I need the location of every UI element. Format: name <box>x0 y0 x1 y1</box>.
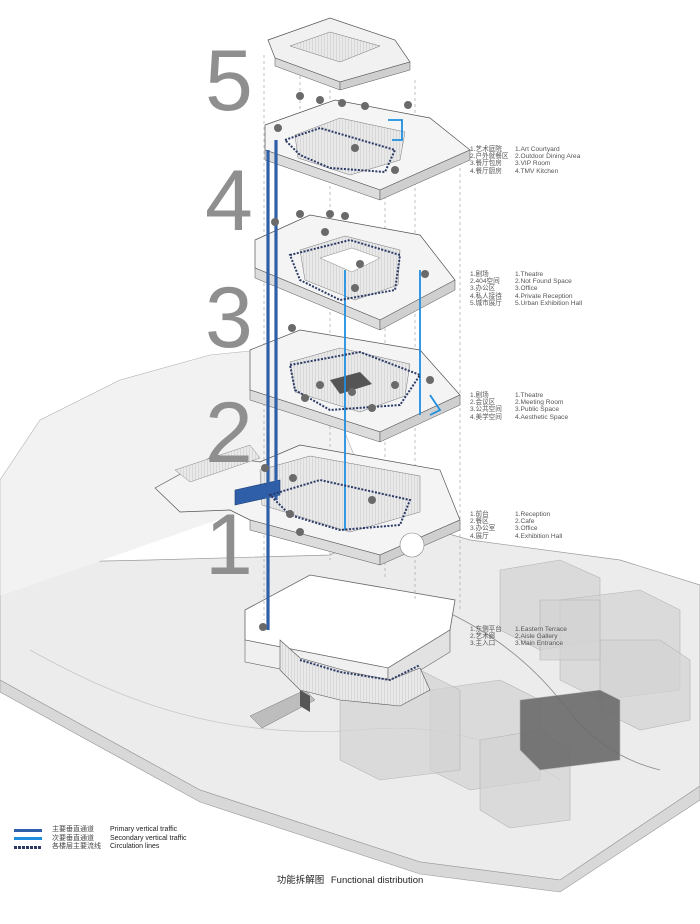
legend-item: 2.Not Found Space <box>515 278 572 286</box>
legend-item: 1.Theatre <box>515 392 544 399</box>
primary-swatch <box>14 828 42 832</box>
caption-zh: 功能拆解图 <box>276 875 325 886</box>
legend-item: 1.剧场 <box>470 271 489 278</box>
primary-vertical-traffic <box>266 140 278 630</box>
floor-4-plate <box>264 99 471 201</box>
legend-item: 4.美学空间 <box>470 413 502 421</box>
legend-item: 3.主入口 <box>470 640 496 648</box>
secondary-swatch <box>14 837 42 841</box>
traffic-legend: 主要垂直通道 Primary vertical traffic 次要垂直通道 S… <box>14 826 187 852</box>
floor-2-legend: 1.剧场 2.会议区 3.公共空间 4.美学空间 1.Theatre 2.Mee… <box>470 392 600 424</box>
legend-item: 4.Exhibition Hall <box>515 532 563 540</box>
legend-item: 2.餐区 <box>470 518 489 526</box>
legend-item: 2.Outdoor Dining Area <box>515 153 581 161</box>
legend-item: 4.私人接待 <box>470 292 502 300</box>
legend-item: 1.剧场 <box>470 392 489 399</box>
legend-item: 3.VIP Room <box>515 160 551 168</box>
figure-caption: 功能拆解图 Functional distribution <box>0 872 700 886</box>
legend-item: 3.办公室 <box>470 525 496 533</box>
floor-number-3: 3 <box>205 270 253 366</box>
traffic-legend-zh: 主要垂直通道 <box>52 826 94 833</box>
circulation-swatch <box>14 845 42 849</box>
floor-number-2: 2 <box>205 385 253 481</box>
room-markers <box>259 92 434 631</box>
legend-item: 4.Private Reception <box>515 292 573 300</box>
floor-number-1: 1 <box>205 497 253 593</box>
ground-level-building <box>244 574 456 712</box>
legend-item: 3.Public Space <box>515 406 559 414</box>
traffic-legend-zh: 各楼层主要流线 <box>52 843 101 850</box>
legend-item: 2.Cafe <box>515 518 535 526</box>
legend-item: 3.Main Entrance <box>515 640 564 648</box>
traffic-legend-primary: 主要垂直通道 Primary vertical traffic <box>14 826 187 835</box>
legend-item: 1.Eastern Terrace <box>515 626 567 633</box>
floor-4-legend-zh: 1.艺术庭院 2.户外就餐区 3.餐厅包房 4.餐厅厨房 <box>470 146 508 175</box>
legend-item: 3.餐厅包房 <box>470 160 502 168</box>
traffic-legend-zh: 次要垂直通道 <box>52 834 94 842</box>
legend-item: 1.艺术庭院 <box>470 146 502 153</box>
legend-item: 1.Theatre <box>515 271 544 278</box>
legend-item: 4.展厅 <box>470 532 489 540</box>
legend-item: 1.Reception <box>515 511 551 518</box>
legend-item: 4.Aesthetic Space <box>515 413 569 421</box>
legend-item: 1.Art Courtyard <box>515 146 560 153</box>
legend-item: 3.公共空间 <box>470 406 502 414</box>
floor-1-legend-zh: 1.前台 2.餐区 3.办公室 4.展厅 <box>470 511 495 540</box>
legend-item: 4.餐厅厨房 <box>470 167 502 175</box>
legend-item: 2.户外就餐区 <box>470 153 509 161</box>
floor-4-legend-en: 1.Art Courtyard 2.Outdoor Dining Area 3.… <box>515 146 580 175</box>
legend-item: 4.TMV Kitchen <box>515 167 559 175</box>
floor-1-plate <box>154 444 461 566</box>
legend-item: 2.Aisle Gallery <box>515 633 558 641</box>
caption-en: Functional distribution <box>330 875 424 886</box>
traffic-legend-en: Primary vertical traffic <box>110 826 178 833</box>
floor-2-plate <box>249 329 461 443</box>
floor-2-legend-en: 1.Theatre 2.Meeting Room 3.Public Space … <box>515 392 568 421</box>
legend-item: 1.东侧平台 <box>470 626 502 633</box>
floor-4-legend: 1.艺术庭院 2.户外就餐区 3.餐厅包房 4.餐厅厨房 1.Art Court… <box>470 146 600 178</box>
legend-item: 3.Office <box>515 285 538 293</box>
legend-item: 5.Urban Exhibition Hall <box>515 299 583 307</box>
floor-1-legend: 1.前台 2.餐区 3.办公室 4.展厅 1.Reception 2.Cafe … <box>470 511 600 543</box>
traffic-legend-circulation: 各楼层主要流线 Circulation lines <box>14 843 187 852</box>
traffic-legend-en: Secondary vertical traffic <box>110 834 187 842</box>
ground-legend-zh: 1.东侧平台 2.艺术廊 3.主入口 <box>470 626 502 648</box>
traffic-legend-secondary: 次要垂直通道 Secondary vertical traffic <box>14 835 187 844</box>
floor-2-legend-zh: 1.剧场 2.会议区 3.公共空间 4.美学空间 <box>470 392 502 421</box>
legend-item: 5.城市展厅 <box>470 299 502 307</box>
context-buildings <box>339 559 691 829</box>
legend-item: 3.Office <box>515 525 538 533</box>
legend-item: 2.艺术廊 <box>470 633 496 641</box>
legend-item: 1.前台 <box>470 511 489 518</box>
ground-legend-en: 1.Eastern Terrace 2.Aisle Gallery 3.Main… <box>515 626 567 648</box>
floor-number-5: 5 <box>205 33 253 129</box>
floor-3-legend-en: 1.Theatre 2.Not Found Space 3.Office 4.P… <box>515 271 582 307</box>
secondary-vertical-traffic <box>344 119 442 530</box>
floor-5-plate <box>267 17 411 91</box>
ground-legend: 1.东侧平台 2.艺术廊 3.主入口 1.Eastern Terrace 2.A… <box>470 626 600 650</box>
floor-3-plate <box>254 214 456 331</box>
legend-item: 3.办公区 <box>470 285 496 293</box>
floor-3-legend-zh: 1.剧场 2.404空间 3.办公区 4.私人接待 5.城市展厅 <box>470 271 502 307</box>
legend-item: 2.404空间 <box>470 278 500 286</box>
legend-item: 2.Meeting Room <box>515 399 564 407</box>
floor-number-4: 4 <box>205 153 253 249</box>
legend-item: 2.会议区 <box>470 399 496 407</box>
traffic-legend-en: Circulation lines <box>110 843 160 850</box>
floor-3-legend: 1.剧场 2.404空间 3.办公区 4.私人接待 5.城市展厅 1.Theat… <box>470 271 600 311</box>
floor-1-legend-en: 1.Reception 2.Cafe 3.Office 4.Exhibition… <box>515 511 562 540</box>
